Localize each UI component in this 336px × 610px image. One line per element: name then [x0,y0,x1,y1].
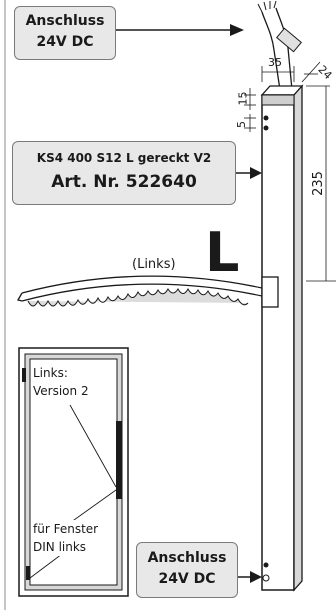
dimension-235: 235 [310,171,326,196]
chain-arm [17,275,263,307]
model-label: KS4 400 S12 L gereckt V2 Art. Nr. 522640 [12,141,236,205]
anschluss-bottom-label: Anschluss 24V DC [136,542,238,598]
model-name: KS4 400 S12 L gereckt V2 [36,151,212,165]
motor-marker-top [22,368,26,382]
version-label: Links: Version 2 [33,364,103,400]
window-handle [116,421,122,499]
anschluss-top-line1: Anschluss [25,13,105,29]
version-line1: Links: [33,366,68,380]
din-label: für Fenster DIN links [33,520,111,556]
dimension-15: 15 [236,91,250,106]
dimension-5: 5 [235,121,248,128]
din-line1: für Fenster [33,522,99,536]
anschluss-bottom-line2: 24V DC [158,571,216,587]
anschluss-bottom-arrowhead [250,571,262,583]
anschluss-bottom-line1: Anschluss [147,550,227,566]
motor-profile [260,84,304,592]
model-arrowhead [250,167,262,179]
anschluss-top-label: Anschluss 24V DC [14,6,116,60]
side-letter: L [205,221,240,284]
motor-marker-bottom [26,566,30,580]
anschluss-top-arrowhead [230,24,244,36]
din-line2: DIN links [33,540,87,554]
dimension-35: 35 [268,56,282,69]
version-line2: Version 2 [33,384,89,398]
anschluss-top-line2: 24V DC [36,34,94,50]
dimension-lines [244,61,336,282]
article-number: Art. Nr. 522640 [51,172,197,192]
side-text: (Links) [132,257,176,272]
connection-cable [257,0,302,91]
